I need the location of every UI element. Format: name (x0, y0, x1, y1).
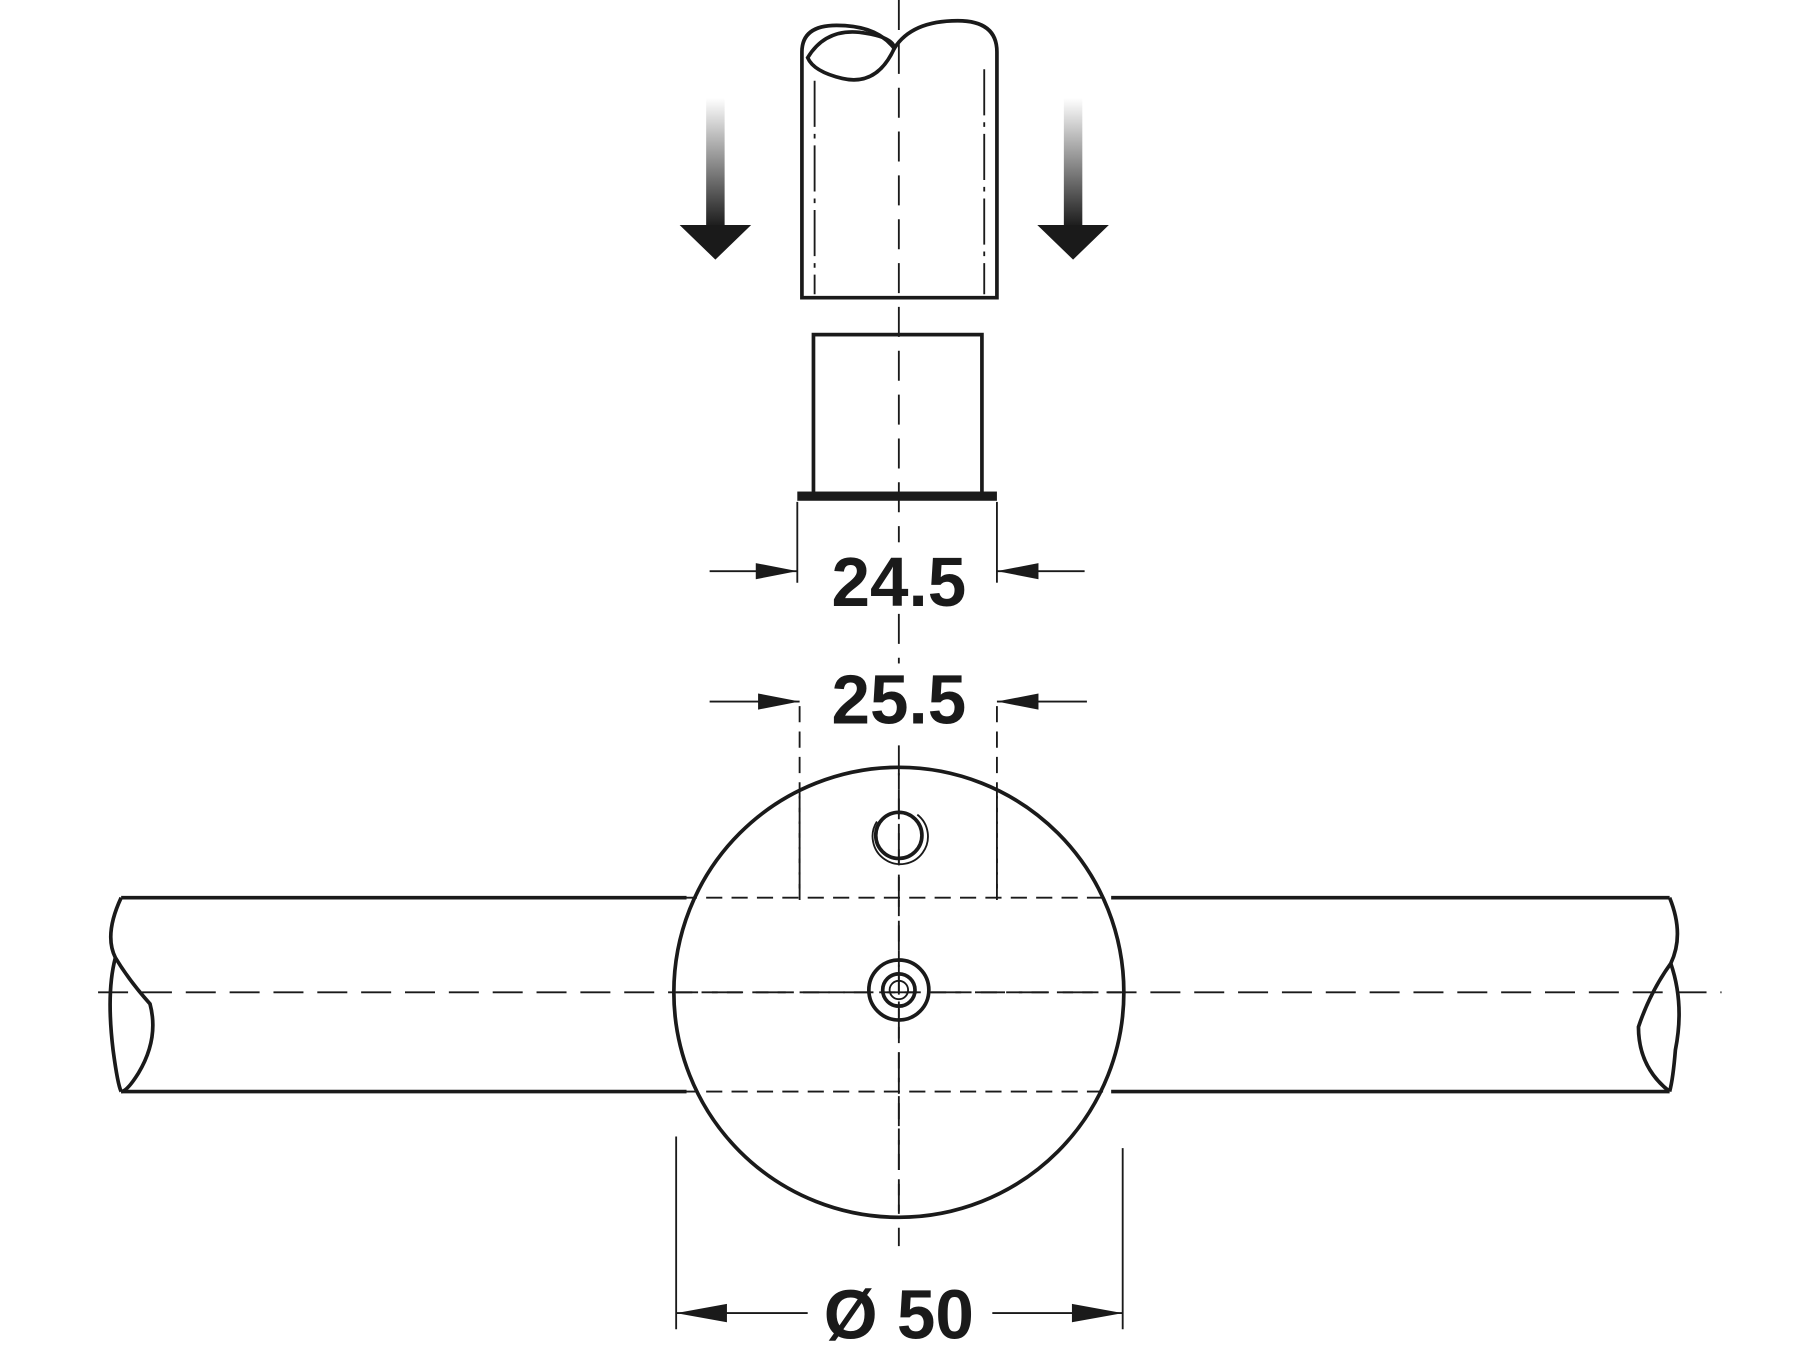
upper-tube (800, 18, 999, 300)
dimension-label-25-5: 25.5 (831, 660, 966, 738)
screw-hole-icon (871, 810, 929, 866)
sleeve (797, 332, 997, 501)
flange-plate (672, 765, 1126, 1220)
down-arrow-icon (679, 98, 752, 260)
dimension-label-diameter-50: Ø 50 (824, 1275, 974, 1350)
dimension-label-24-5: 24.5 (831, 543, 966, 621)
horizontal-rod (108, 895, 1681, 1094)
dimension-sleeve: 24.5 (709, 501, 1085, 621)
center-screw-hole-icon (867, 958, 931, 1022)
dimension-tube: 25.5 (709, 660, 1087, 900)
down-arrow-icon (1037, 98, 1109, 260)
dimension-flange: Ø 50 (675, 1136, 1124, 1350)
